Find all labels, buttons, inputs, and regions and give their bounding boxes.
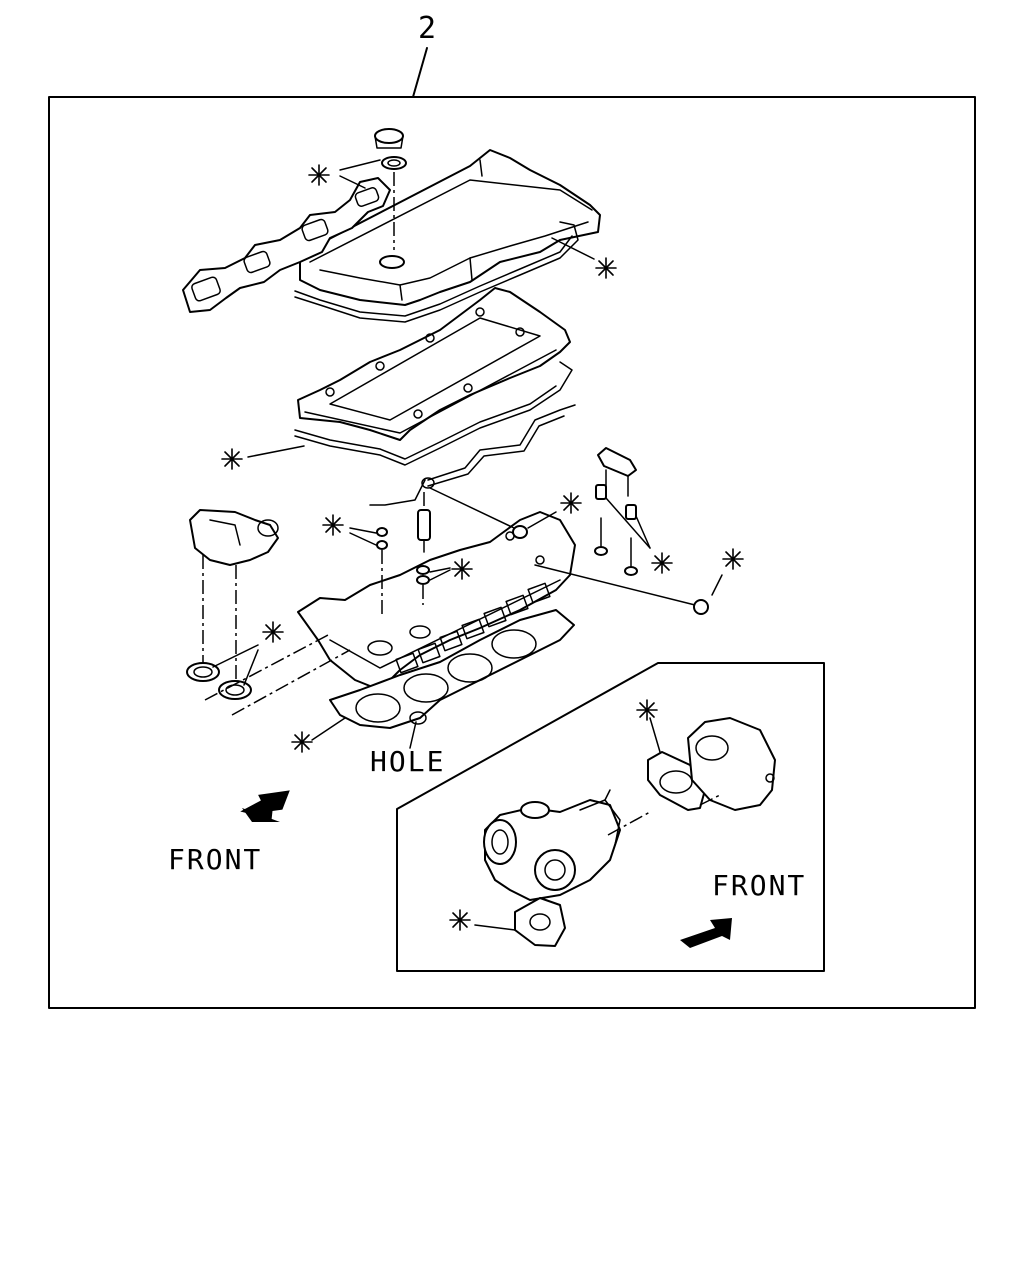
front-direction-arrow bbox=[240, 790, 290, 822]
seal-washer bbox=[376, 540, 388, 550]
kit-part-mark bbox=[449, 909, 471, 931]
glow-plug-seal bbox=[693, 599, 709, 615]
head-cover-gasket bbox=[294, 221, 579, 323]
fuel-injection-pipe bbox=[427, 404, 576, 481]
turbo-flange-gasket bbox=[514, 897, 566, 947]
cam-carrier-gasket bbox=[294, 361, 573, 466]
fuel-injector bbox=[417, 509, 431, 553]
kit-part-mark bbox=[560, 492, 582, 514]
kit-part-mark bbox=[722, 548, 744, 570]
kit-part-mark bbox=[291, 731, 313, 753]
o-ring bbox=[186, 662, 220, 682]
kit-part-mark bbox=[322, 514, 344, 536]
hole-label: HOLE bbox=[370, 745, 445, 778]
thermostat-housing bbox=[189, 509, 279, 566]
kit-part-mark bbox=[221, 448, 243, 470]
outer-frame bbox=[48, 96, 976, 1009]
head-cover bbox=[299, 149, 601, 306]
seal-washer bbox=[376, 527, 388, 537]
injector-seal bbox=[416, 575, 430, 585]
callout-number: 2 bbox=[418, 11, 436, 46]
front-label-main: FRONT bbox=[168, 843, 262, 876]
cylinder-head-gasket bbox=[329, 609, 575, 729]
kit-part-mark bbox=[262, 621, 284, 643]
oil-filler-cap bbox=[374, 128, 407, 170]
valve bbox=[594, 517, 638, 576]
injector-seal bbox=[416, 565, 430, 575]
kit-part-mark bbox=[451, 558, 473, 580]
inset-frame bbox=[396, 662, 825, 972]
front-label-inset: FRONT bbox=[712, 869, 806, 902]
valve-stem-seal bbox=[595, 484, 637, 520]
kit-part-mark bbox=[308, 164, 330, 186]
callout-leader bbox=[412, 47, 428, 98]
o-ring bbox=[218, 680, 252, 700]
turbocharger bbox=[483, 789, 621, 901]
exhaust-adapter bbox=[687, 717, 776, 811]
front-direction-arrow-inset bbox=[680, 918, 732, 948]
kit-part-mark bbox=[636, 699, 658, 721]
connector-seal bbox=[512, 525, 528, 539]
cam-carrier bbox=[297, 287, 571, 441]
kit-part-mark bbox=[595, 257, 617, 279]
exhaust-manifold-gasket bbox=[182, 177, 391, 313]
rocker-bracket bbox=[597, 447, 637, 497]
kit-part-mark bbox=[651, 552, 673, 574]
